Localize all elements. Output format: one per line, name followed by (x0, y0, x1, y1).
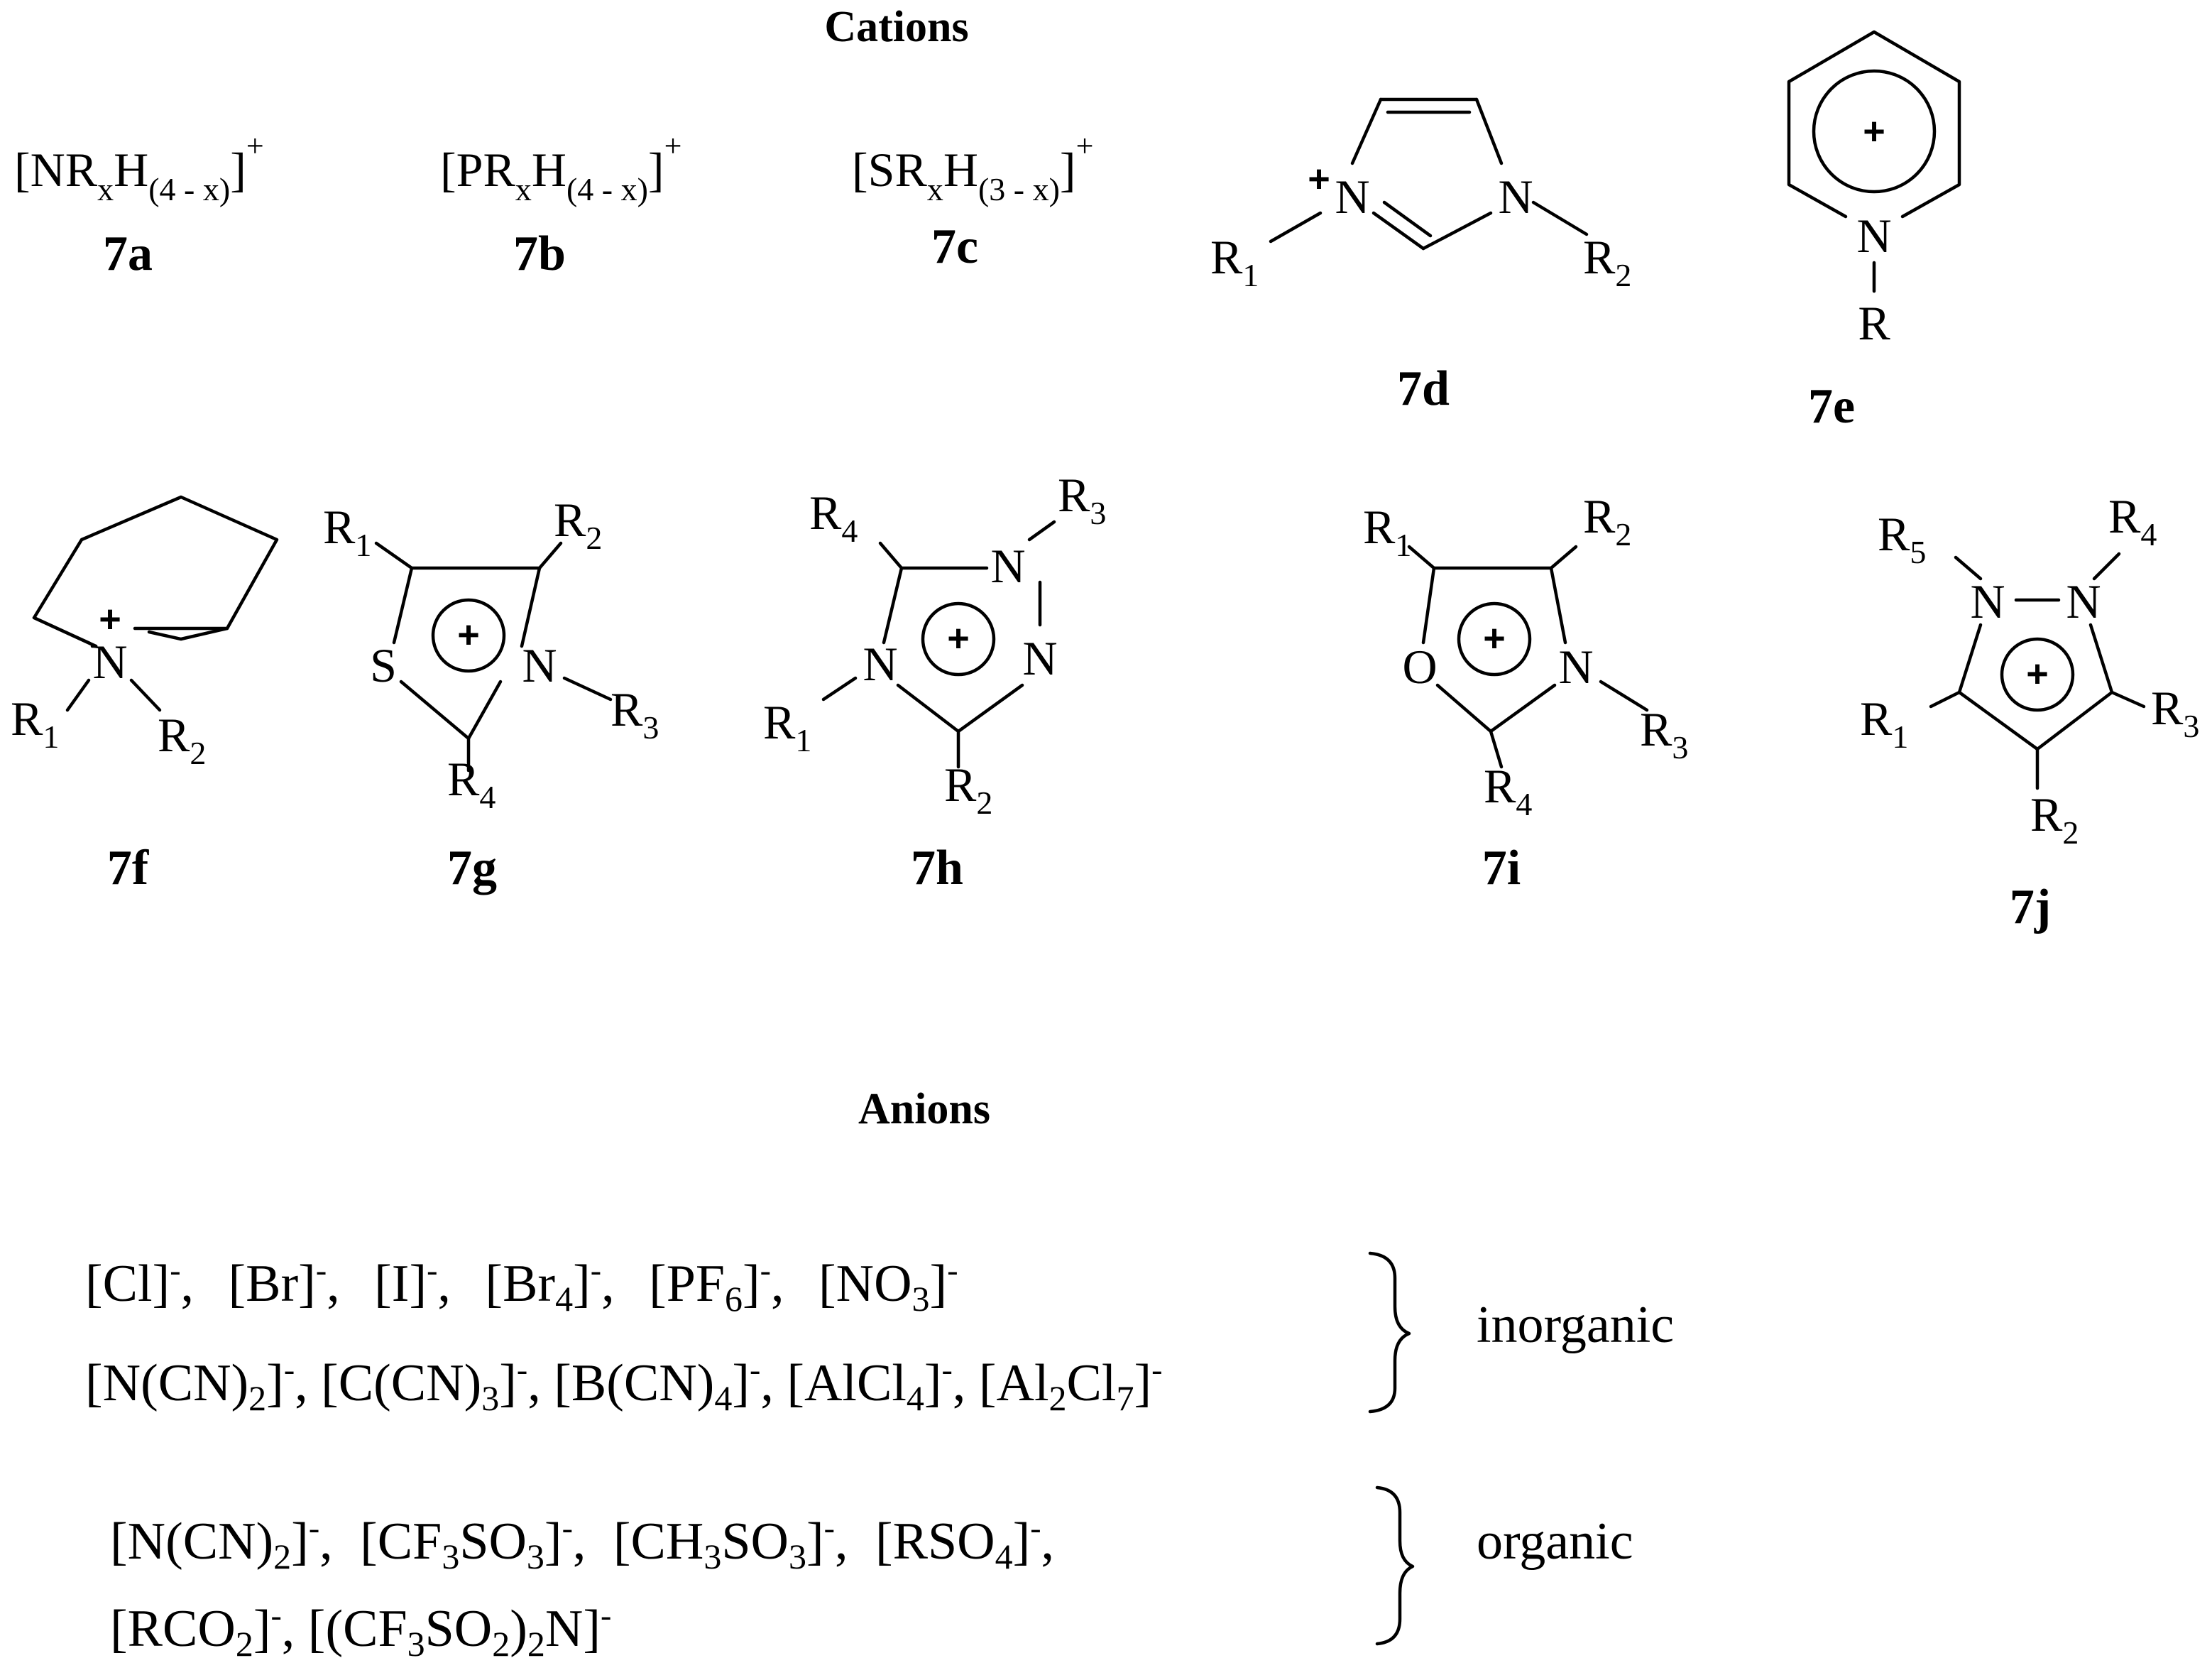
compound-7c-label: 7c (931, 219, 978, 274)
compound-7d-label: 7d (1397, 361, 1450, 416)
charge-7i: + (1483, 617, 1506, 660)
charge-7g: + (457, 613, 480, 656)
substituent-r2-7h: R2 (944, 758, 992, 821)
substituent-r1-7g: R1 (323, 500, 371, 563)
inorganic-brace (1368, 1251, 1411, 1414)
compound-7f-label: 7f (107, 841, 149, 895)
atom-n-7i: N (1558, 640, 1593, 694)
svg-text:[N(CN)2]-, [C(CN)3]-, [B(CN)4]: [N(CN)2]-, [C(CN)3]-, [B(CN)4]-, [AlCl4]… (85, 1351, 1162, 1418)
substituent-r5-7j: R5 (1878, 507, 1926, 570)
substituent-r4-7h: R4 (809, 486, 858, 549)
atom-n-7d-2: N (1498, 170, 1533, 224)
substituent-r1-7j: R1 (1860, 692, 1908, 755)
atom-n-7d-1: N (1335, 170, 1369, 224)
atom-o-7i: O (1402, 640, 1437, 694)
compound-7f-structure: + N R1 R2 (11, 495, 279, 771)
compound-7a-formula: [NRxH(4 - x)]+ (14, 129, 264, 207)
svg-text:[N(CN)2]-, [CF3SO3]-, [CH3SO3]: [N(CN)2]-, [CF3SO3]-, [CH3SO3]-, [RSO4]-… (110, 1510, 1054, 1576)
compound-7h-label: 7h (911, 841, 963, 895)
svg-text:[NRxH(4 - x)]+: [NRxH(4 - x)]+ (14, 129, 264, 207)
inorganic-anions-line-1: [Cl]-, [Br]-, [I]-, [Br4]-, [PF6]-, [NO3… (85, 1252, 958, 1319)
cations-heading: Cations (824, 3, 968, 51)
atom-n-7f: N (92, 635, 127, 689)
atom-n-7j-2: N (2066, 574, 2101, 628)
anions-heading: Anions (858, 1085, 990, 1133)
inorganic-group-label: inorganic (1477, 1296, 1674, 1354)
compound-7a-label: 7a (103, 227, 153, 281)
substituent-r1-7f: R1 (11, 692, 59, 755)
atom-n-7h-1: N (990, 539, 1025, 593)
organic-group-label: organic (1477, 1512, 1633, 1571)
atom-n-7h-2: N (1022, 631, 1057, 685)
compound-7j-label: 7j (2010, 880, 2051, 934)
svg-text:[SRxH(3 - x)]+: [SRxH(3 - x)]+ (852, 129, 1093, 207)
inorganic-anions-line-2: [N(CN)2]-, [C(CN)3]-, [B(CN)4]-, [AlCl4]… (85, 1351, 1162, 1418)
compound-7e-structure: + N R (1787, 30, 1961, 350)
substituent-r3-7g: R3 (611, 682, 659, 746)
charge-7j: + (2026, 653, 2049, 695)
substituent-r-7e: R (1858, 296, 1890, 350)
organic-brace (1375, 1485, 1415, 1646)
substituent-r1-7i: R1 (1363, 500, 1411, 563)
charge-7f: + (99, 598, 121, 640)
compound-7c-formula: [SRxH(3 - x)]+ (852, 129, 1093, 207)
substituent-r2-7g: R2 (554, 493, 602, 556)
substituent-r2-7f: R2 (158, 708, 206, 771)
charge-7h: + (947, 617, 970, 660)
compound-7e-label: 7e (1808, 379, 1855, 434)
compound-7g-structure: + S N R1 R2 R3 R4 (323, 493, 659, 815)
substituent-r2-7d: R2 (1583, 230, 1631, 293)
organic-anions-line-1: [N(CN)2]-, [CF3SO3]-, [CH3SO3]-, [RSO4]-… (110, 1510, 1054, 1576)
atom-n-7g: N (522, 638, 557, 692)
substituent-r4-7i: R4 (1484, 759, 1532, 822)
compound-7b-label: 7b (513, 227, 566, 281)
substituent-r3-7i: R3 (1640, 702, 1688, 765)
charge-7d: + (1308, 158, 1330, 200)
substituent-r4-7g: R4 (447, 752, 495, 815)
substituent-r1-7h: R1 (763, 695, 811, 758)
svg-text:[PRxH(4 - x)]+: [PRxH(4 - x)]+ (440, 129, 681, 207)
charge-7e: + (1863, 110, 1885, 153)
atom-n-7e: N (1856, 209, 1891, 263)
compound-7b-formula: [PRxH(4 - x)]+ (440, 129, 681, 207)
compound-7d-structure: N + N R1 R2 (1210, 97, 1631, 293)
atom-s-7g: S (370, 638, 397, 692)
substituent-r1-7d: R1 (1210, 230, 1259, 293)
substituent-r3-7h: R3 (1058, 468, 1106, 531)
compound-7h-structure: + N N N R4 R3 R1 R2 (763, 468, 1106, 821)
substituent-r3-7j: R3 (2151, 681, 2199, 744)
compound-7i-label: 7i (1482, 841, 1521, 895)
substituent-r2-7i: R2 (1583, 489, 1631, 552)
svg-text:[Cl]-, [Br]-, [I]-, [Br4]-, [P: [Cl]-, [Br]-, [I]-, [Br4]-, [PF6]-, [NO3… (85, 1252, 958, 1319)
atom-n-7h-3: N (863, 637, 897, 691)
substituent-r2-7j: R2 (2030, 787, 2079, 851)
compound-7g-label: 7g (447, 841, 497, 895)
compound-7j-structure: + N N R5 R4 R1 R3 R2 (1860, 489, 2199, 851)
atom-n-7j-1: N (1970, 574, 2005, 628)
compound-7i-structure: + O N R1 R2 R3 R4 (1363, 489, 1688, 822)
substituent-r4-7j: R4 (2108, 489, 2157, 552)
svg-text:[RCO2]-, [(CF3SO2)2N]-: [RCO2]-, [(CF3SO2)2N]- (110, 1597, 611, 1658)
organic-anions-line-2: [RCO2]-, [(CF3SO2)2N]- (110, 1597, 611, 1658)
